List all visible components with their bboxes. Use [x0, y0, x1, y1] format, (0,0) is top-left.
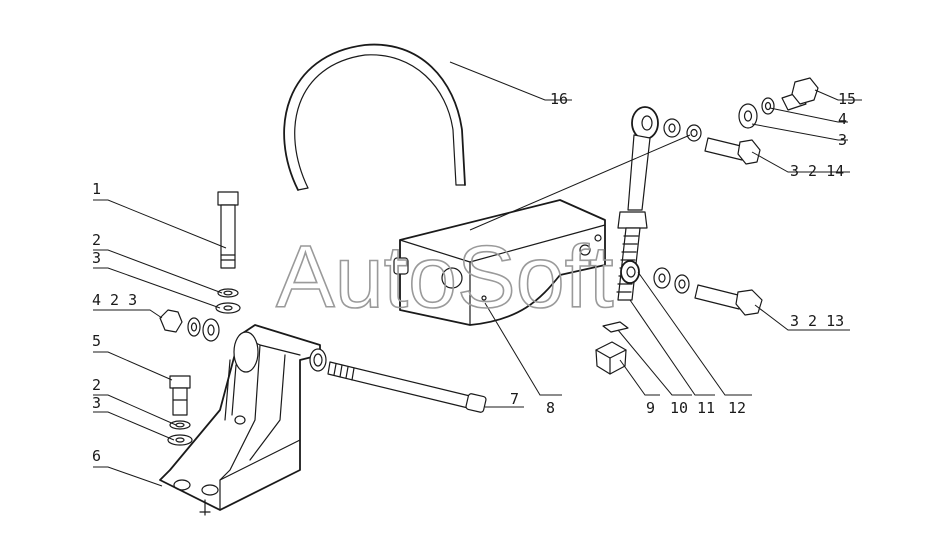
upper-bolt-assembly: [663, 118, 761, 165]
label-7: 7: [510, 390, 519, 408]
part-1-bolt: [217, 191, 239, 269]
label-12: 12: [728, 399, 746, 417]
label-15: 15: [838, 90, 856, 108]
adjusting-eye-rod: [616, 106, 659, 301]
label-3-2-13: 3 2 13: [790, 312, 844, 330]
leader-lines: [93, 61, 862, 487]
label-6: 6: [92, 447, 101, 465]
label-10: 10: [670, 399, 688, 417]
label-3-lower: 3: [92, 394, 101, 412]
watermark-text: AutoSoft: [276, 227, 614, 326]
label-8: 8: [546, 399, 555, 417]
part-8-bracket: [393, 199, 606, 326]
washers-lower: [167, 420, 193, 446]
label-9: 9: [646, 399, 655, 417]
label-4-2-3: 4 2 3: [92, 291, 137, 309]
part-7-rod: [327, 361, 487, 413]
label-16: 16: [550, 90, 568, 108]
callout-labels: 1 2 3 4 2 3 5 2 3 6 7 8 9 10 11 12 15 4 …: [92, 90, 856, 465]
upper-right-bolt-15: [738, 77, 819, 129]
label-11: 11: [697, 399, 715, 417]
washers-upper: [215, 288, 241, 314]
label-2-lower: 2: [92, 376, 101, 394]
label-3-2-14: 3 2 14: [790, 162, 844, 180]
label-5: 5: [92, 332, 101, 350]
lower-bolt-assembly: [653, 267, 763, 316]
label-1: 1: [92, 180, 101, 198]
part-9-nut: [595, 341, 627, 375]
label-4: 4: [838, 110, 847, 128]
part-6-base-bracket: [159, 324, 327, 516]
part-5-bolt: [169, 375, 191, 416]
part-10-washer: [602, 321, 629, 333]
label-2-upper: 2: [92, 231, 101, 249]
nut-washer-group-left: [159, 309, 220, 342]
label-3-right: 3: [838, 131, 847, 149]
label-3-upper: 3: [92, 249, 101, 267]
part-16-strap: [283, 43, 466, 191]
